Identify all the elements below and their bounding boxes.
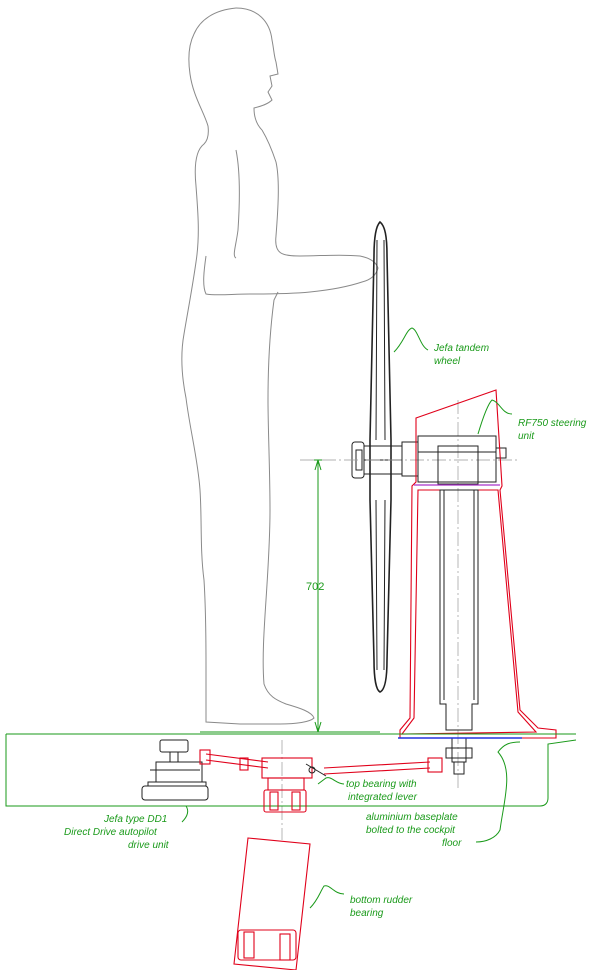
- label-bottom-bearing-line2: bearing: [350, 908, 384, 919]
- label-autopilot-line2: Direct Drive autopilot: [64, 827, 158, 838]
- steering-unit-head: [401, 435, 507, 485]
- bottom-rudder-bearing: [233, 837, 311, 970]
- label-steering-unit-line2: unit: [518, 431, 535, 442]
- pedestal-column: [439, 489, 479, 775]
- human-figure: [181, 7, 379, 725]
- leader-steering-unit: [477, 399, 513, 435]
- leader-tandem-wheel: [393, 327, 429, 353]
- leader-baseplate: [475, 741, 521, 843]
- tandem-wheel: [351, 220, 403, 693]
- height-dimension: [314, 459, 322, 733]
- label-baseplate-line3: floor: [442, 838, 462, 849]
- dimension-value: 702: [306, 581, 324, 593]
- cockpit-floor: [5, 731, 577, 807]
- label-steering-unit-line1: RF750 steering: [518, 418, 587, 429]
- label-baseplate-line2: bolted to the cockpit: [366, 825, 456, 836]
- label-baseplate-line1: aluminium baseplate: [366, 812, 458, 823]
- label-tandem-wheel-line1: Jefa tandem: [433, 343, 489, 354]
- autopilot-drive-unit: [141, 739, 209, 801]
- label-tandem-wheel-line2: wheel: [434, 356, 461, 367]
- linkage-rod: [199, 749, 443, 775]
- label-autopilot-line1: Jefa type DD1: [103, 814, 167, 825]
- label-top-bearing-line1: top bearing with: [346, 779, 417, 790]
- leader-top-bearing: [317, 777, 345, 785]
- top-bearing: [261, 757, 327, 813]
- label-autopilot-line3: drive unit: [128, 840, 170, 851]
- label-top-bearing-line2: integrated lever: [348, 792, 418, 803]
- leader-bottom-bearing: [309, 885, 345, 909]
- label-bottom-bearing-line1: bottom rudder: [350, 895, 413, 906]
- leader-autopilot: [181, 805, 189, 823]
